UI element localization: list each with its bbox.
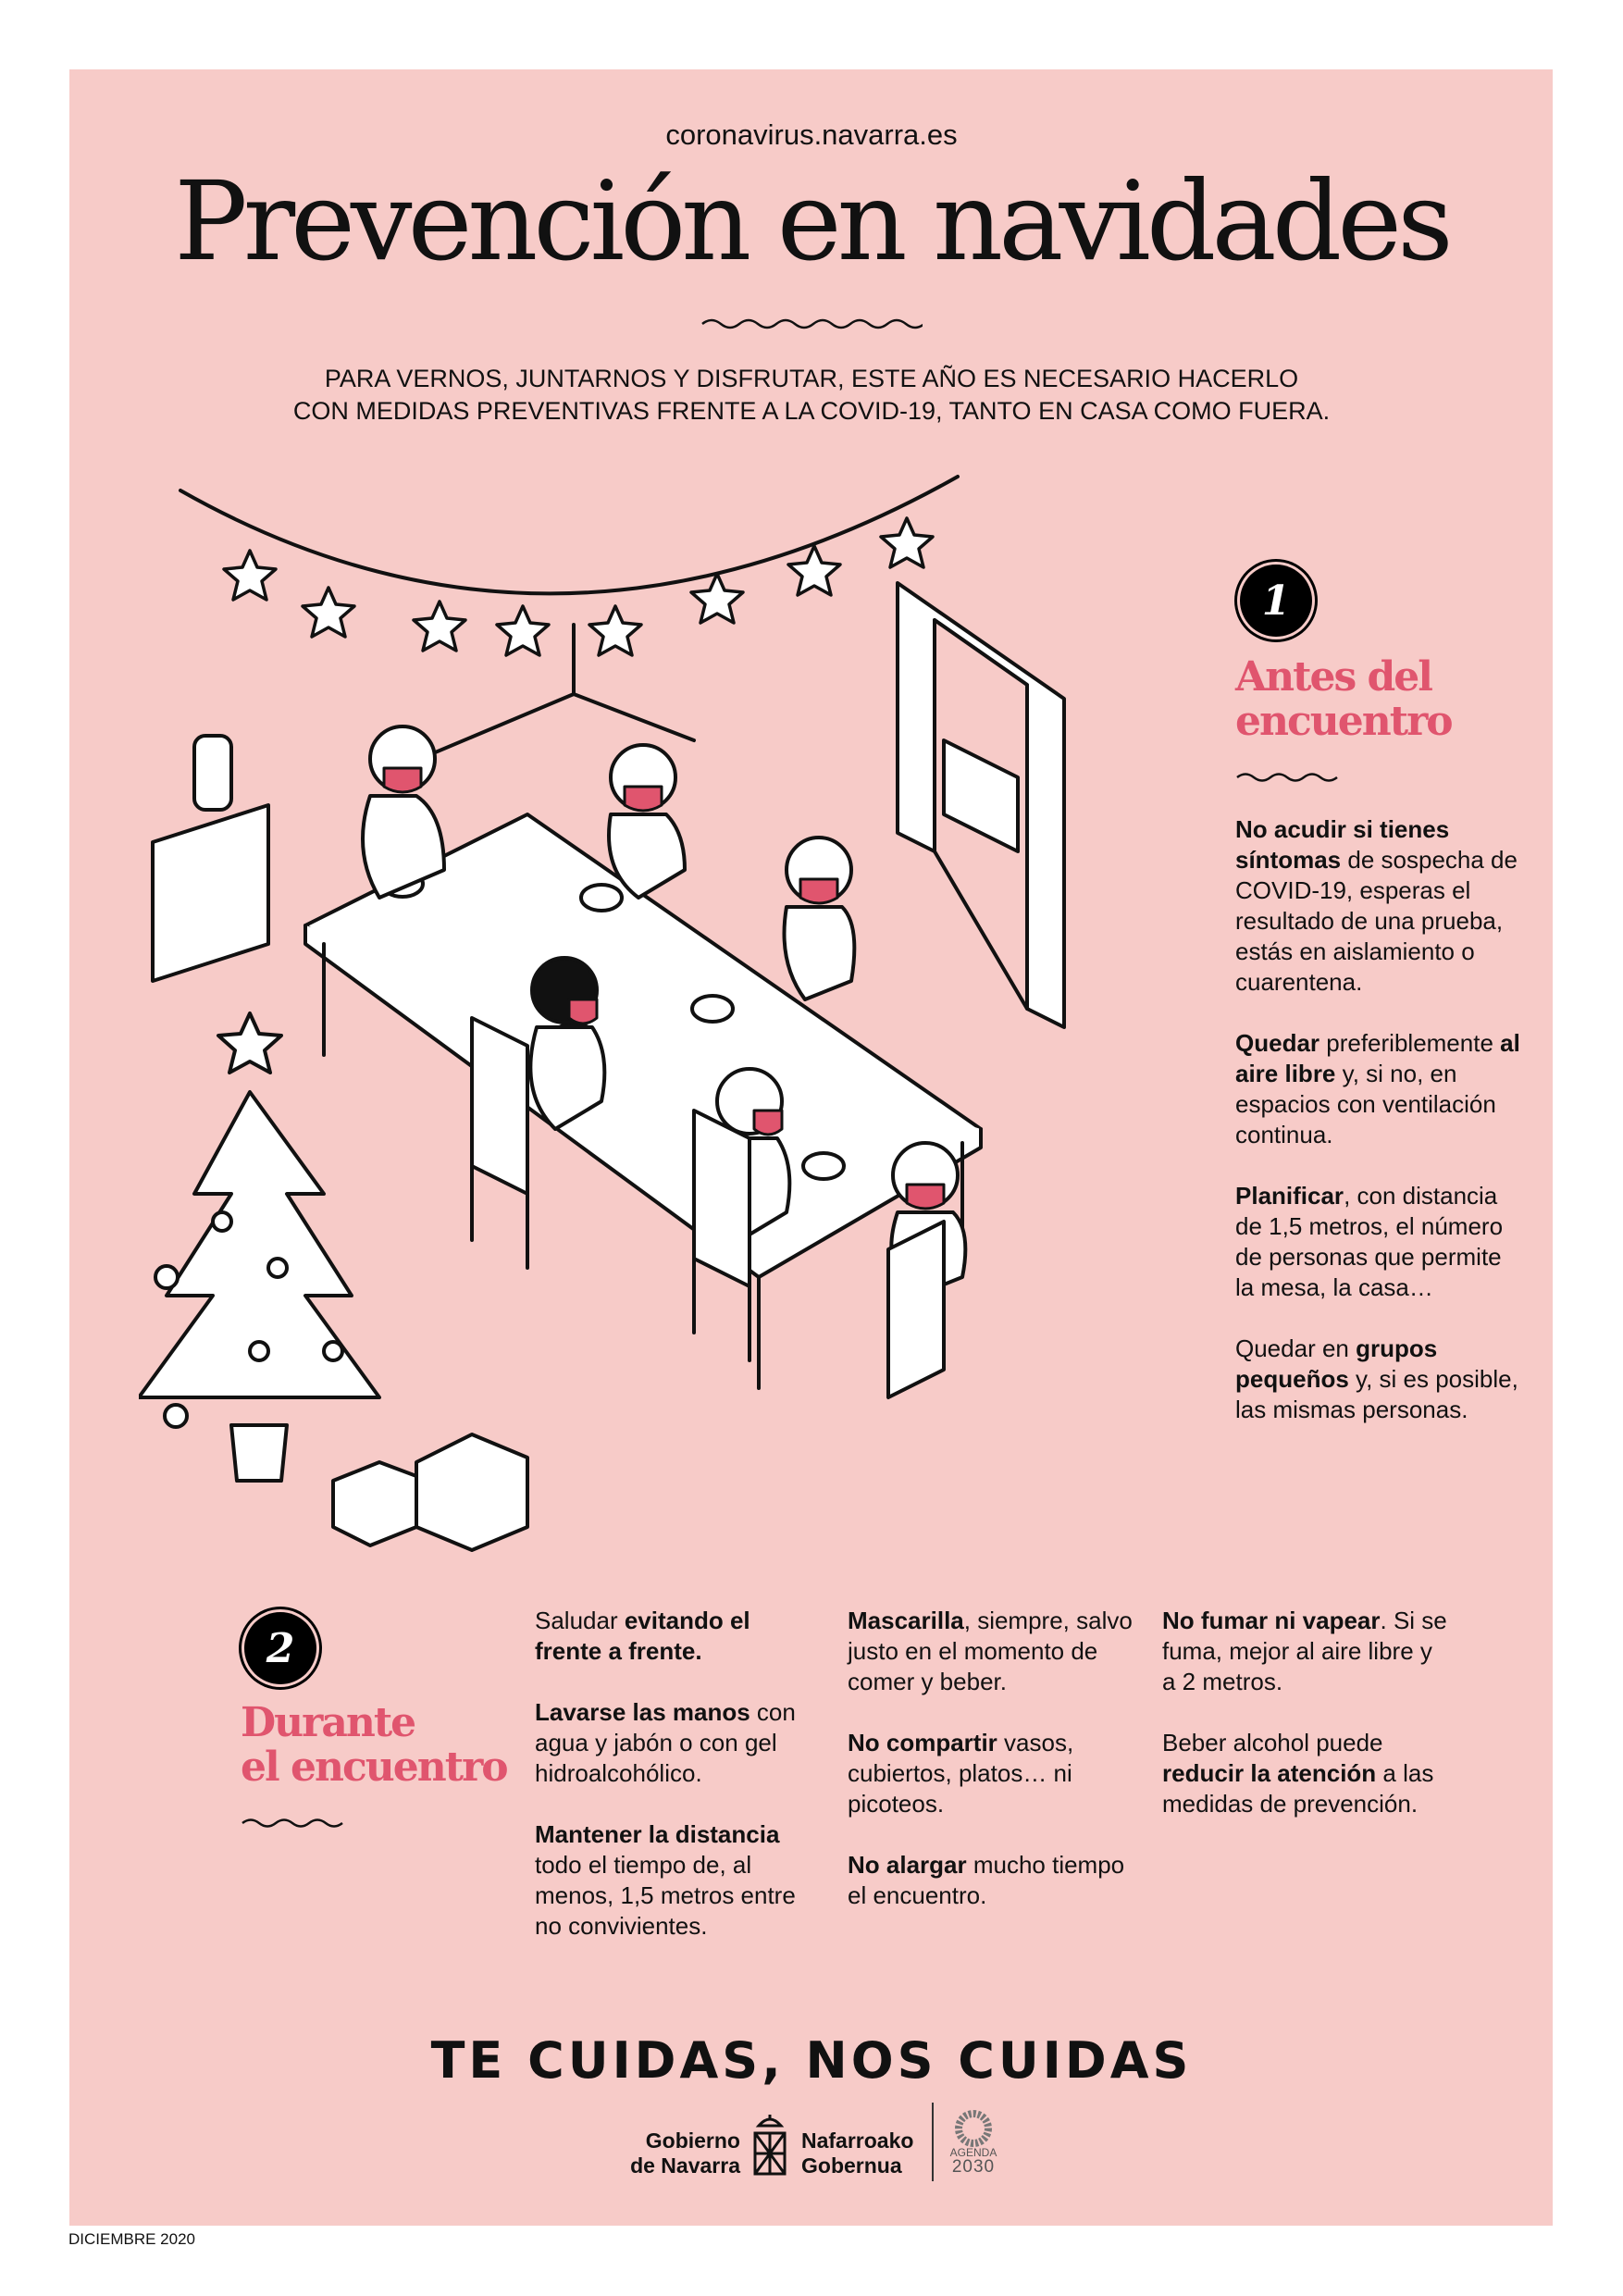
tip-emphasis: Planificar (1235, 1182, 1344, 1210)
chairs (470, 1016, 946, 1399)
section-title-during: Durante el encuentro (241, 1699, 509, 1791)
agenda-2030-icon (955, 2110, 992, 2147)
section-title-before: Antes del encuentro (1235, 653, 1454, 745)
tip-emphasis: Mantener la distancia (535, 1820, 780, 1848)
agenda-year: 2030 (951, 2157, 996, 2177)
tip-emphasis: al aire libre (1235, 1029, 1520, 1087)
squiggle-divider (701, 318, 923, 329)
during-tips-column-3: No fumar ni vapear. Si se fuma, mejor al… (1162, 1606, 1449, 1850)
tip-paragraph: Quedar preferiblemente al aire libre y, … (1235, 1028, 1522, 1150)
tip-text: a las medidas de prevención. (1162, 1759, 1434, 1818)
step-number-badge: 2 (244, 1612, 316, 1684)
gov-navarra-eu: Nafarroako Gobernua (801, 2128, 913, 2178)
tip-paragraph: Quedar en grupos pequeños y, si es posib… (1235, 1334, 1522, 1425)
tip-text: preferiblemente (1319, 1029, 1501, 1057)
slogan: TE CUIDAS, NOS CUIDAS (430, 2031, 1193, 2090)
tip-emphasis: No compartir (848, 1729, 997, 1756)
tip-text: y, si es posible, las mismas personas. (1235, 1365, 1518, 1423)
dinner-table (304, 813, 983, 1390)
gifts (331, 1433, 529, 1552)
tip-emphasis: No fumar ni vapear (1162, 1607, 1381, 1634)
tip-emphasis: Mascarilla (848, 1607, 964, 1634)
subtitle-line: con medidas preventivas frente a la COVI… (292, 397, 1331, 425)
tip-text: y, si no, en espacios con ventilación co… (1235, 1060, 1496, 1148)
tip-text: , con distancia de 1,5 metros, el número… (1235, 1182, 1504, 1301)
title-line: Durante (241, 1699, 416, 1746)
logo-line: de Navarra (630, 2153, 740, 2178)
before-tips: No acudir si tienes síntomas de sospecha… (1235, 814, 1522, 1456)
title-line: Antes del (1235, 653, 1433, 701)
tip-emphasis: No acudir si tienes síntomas (1235, 815, 1450, 874)
tip-paragraph: Beber alcohol puede reducir la atención … (1162, 1728, 1449, 1819)
subtitle: Para vernos, juntarnos y disfrutar, este… (0, 363, 1623, 428)
christmas-tree (139, 1011, 381, 1483)
during-tips-column-1: Saludar evitando el frente a frente. Lava… (535, 1606, 822, 1972)
squiggle-divider (1236, 773, 1338, 782)
door (896, 581, 1066, 1029)
tip-text: Quedar en (1235, 1334, 1357, 1362)
tip-paragraph: Mascarilla, siempre, salvo justo en el m… (848, 1606, 1134, 1697)
agenda-2030-label: AGENDA 2030 (946, 2147, 1001, 2176)
gov-navarra-es: Gobierno de Navarra (592, 2128, 740, 2178)
tip-text: con agua y jabón o con gel hidroalcohóli… (535, 1698, 796, 1787)
christmas-dinner-illustration (139, 475, 1066, 1552)
tip-paragraph: No compartir vasos, cubiertos, platos… n… (848, 1728, 1134, 1819)
sideboard (151, 734, 270, 983)
step-number-badge: 1 (1240, 565, 1312, 637)
tip-text: de sospecha de COVID-19, esperas el resu… (1235, 846, 1518, 996)
tip-text: Saludar (535, 1607, 625, 1634)
during-tips-column-2: Mascarilla, siempre, salvo justo en el m… (848, 1606, 1134, 1942)
tip-emphasis: No alargar (848, 1851, 967, 1879)
tip-emphasis: Lavarse las manos (535, 1698, 750, 1726)
tip-paragraph: No acudir si tienes síntomas de sospecha… (1235, 814, 1522, 998)
tip-emphasis: grupos pequeños (1235, 1334, 1438, 1393)
tip-paragraph: Planificar, con distancia de 1,5 metros,… (1235, 1181, 1522, 1303)
tip-paragraph: Saludar evitando el frente a frente. (535, 1606, 822, 1667)
squiggle-divider (242, 1818, 343, 1828)
tip-paragraph: Lavarse las manos con agua y jabón o con… (535, 1697, 822, 1789)
star-garland (179, 475, 960, 657)
publication-date: DICIEMBRE 2020 (68, 2230, 195, 2248)
tip-text: mucho tiempo el encuentro. (848, 1851, 1125, 1909)
navarra-coat-of-arms-icon (753, 2115, 787, 2176)
agenda-label: AGENDA (949, 2146, 997, 2159)
tip-paragraph: No fumar ni vapear. Si se fuma, mejor al… (1162, 1606, 1449, 1697)
tip-text: vasos, cubiertos, platos… ni picoteos. (848, 1729, 1074, 1818)
subtitle-line: Para vernos, juntarnos y disfrutar, este… (324, 365, 1299, 392)
tip-text: Beber alcohol puede (1162, 1729, 1383, 1756)
tip-paragraph: Mantener la distancia todo el tiempo de,… (535, 1819, 822, 1942)
tip-text: . Si se fuma, mejor al aire libre y a 2 … (1162, 1607, 1447, 1695)
tip-emphasis: evitando el frente a frente. (535, 1607, 750, 1665)
tip-emphasis: reducir la atención (1162, 1759, 1377, 1787)
logo-line: Gobernua (801, 2153, 902, 2178)
page-title: Prevención en navidades (174, 157, 1453, 285)
title-line: el encuentro (241, 1744, 509, 1791)
tip-emphasis: Quedar (1235, 1029, 1320, 1057)
website-url[interactable]: coronavirus.navarra.es (665, 118, 958, 151)
logo-divider (932, 2103, 934, 2181)
logo-line: Nafarroako (801, 2128, 914, 2153)
tip-text: todo el tiempo de, al menos, 1,5 metros … (535, 1851, 796, 1940)
title-line: encuentro (1235, 698, 1454, 745)
tip-paragraph: No alargar mucho tiempo el encuentro. (848, 1850, 1134, 1911)
logo-line: Gobierno (645, 2128, 740, 2153)
tip-text: , siempre, salvo justo en el momento de … (848, 1607, 1133, 1695)
